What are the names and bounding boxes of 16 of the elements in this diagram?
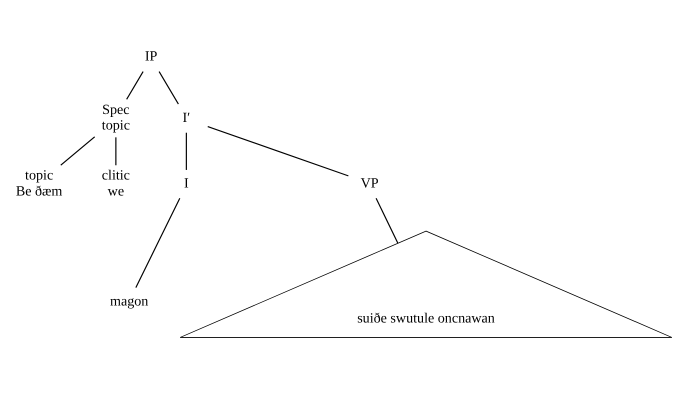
node-text: I′: [182, 110, 190, 126]
connector: [135, 198, 180, 288]
node-text: topic Be ðæm: [16, 168, 62, 200]
connector: [208, 126, 349, 176]
connector: [60, 136, 96, 166]
node-text: VP: [360, 176, 379, 192]
node-text: magon: [110, 293, 148, 310]
node-text: clitic we: [102, 168, 130, 200]
connector: [126, 71, 144, 100]
node-text: I: [184, 176, 189, 192]
connector: [376, 198, 398, 244]
node-text: IP: [144, 48, 158, 65]
connector: [186, 132, 187, 170]
connector: [158, 71, 179, 104]
connector: [115, 137, 116, 166]
node-text: Spec topic: [102, 102, 130, 134]
